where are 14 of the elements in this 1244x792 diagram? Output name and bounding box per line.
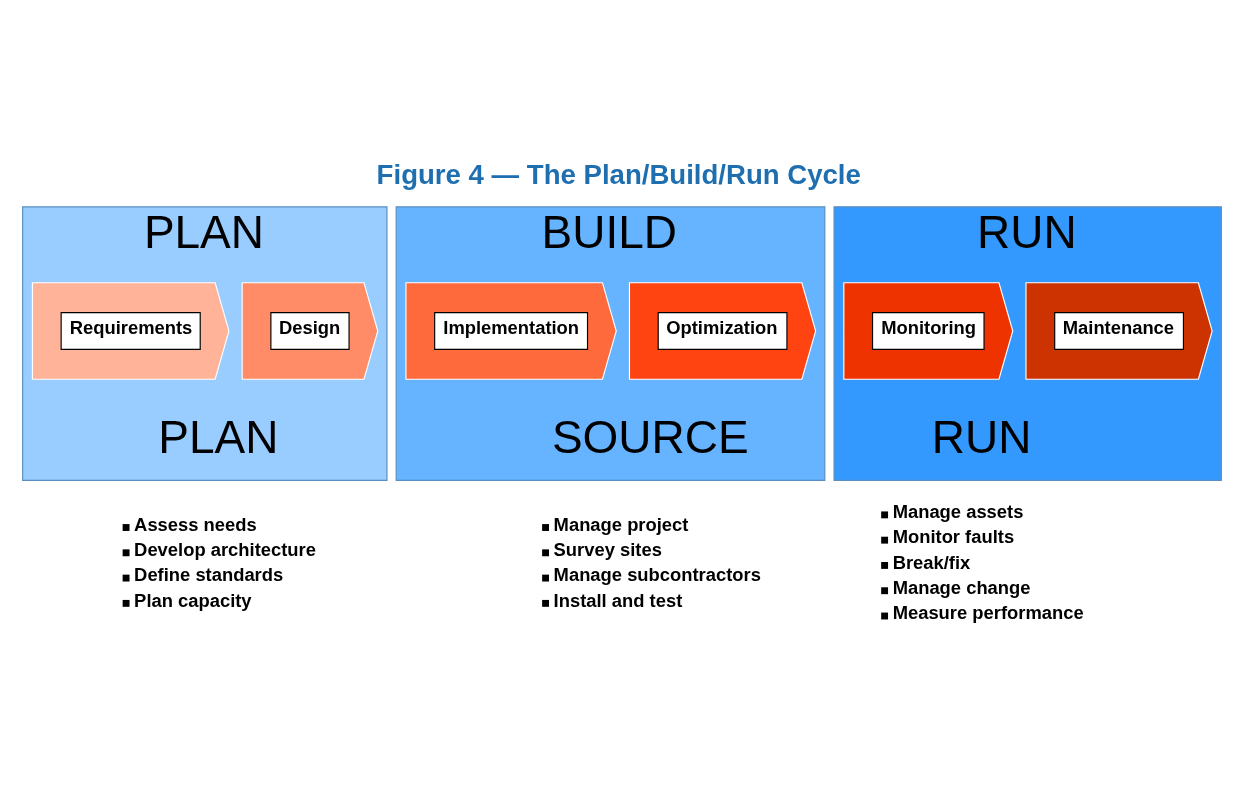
node-label: Install and test — [553, 589, 683, 611]
node-label: Assess needs — [134, 513, 257, 535]
node-label: Define standards — [134, 563, 284, 585]
node-label: Manage change — [892, 576, 1031, 598]
node-label: Develop architecture — [134, 538, 316, 560]
node-label: Plan capacity — [134, 589, 252, 611]
node-label: Manage project — [553, 513, 689, 535]
node-label: Monitor faults — [892, 525, 1015, 547]
node-label: Break/fix — [892, 551, 971, 573]
node-label: Measure performance — [892, 601, 1084, 623]
node-label: Manage assets — [892, 500, 1024, 522]
node-label: Survey sites — [553, 538, 662, 560]
node-label: Manage subcontractors — [553, 563, 761, 585]
diagram-title: Figure 4 — The Plan/Build/Run Cycle — [376, 158, 861, 190]
